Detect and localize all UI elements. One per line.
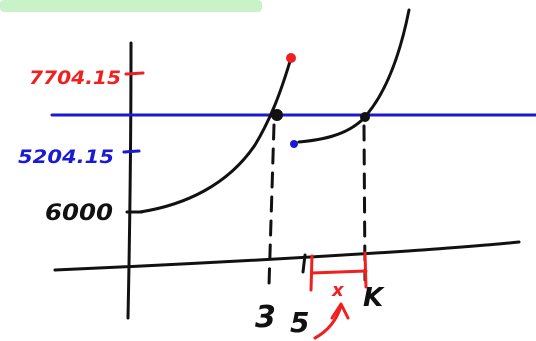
label-5204: 5204.15 [18, 146, 114, 168]
red-interval-bar [310, 269, 368, 275]
intersection-dot-2 [360, 112, 370, 122]
dashed-line-1 [267, 123, 276, 287]
blue-closed-dot [290, 140, 298, 148]
tick-near-five [301, 253, 307, 274]
label-6000: 6000 [45, 201, 113, 226]
label-three: 3 [255, 300, 276, 335]
label-k: K [363, 283, 385, 313]
label-x: x [331, 280, 345, 301]
red-arrow-shaft [313, 304, 343, 340]
red-closed-dot [286, 53, 296, 63]
curve-segment-1 [138, 56, 293, 214]
blue-y-tick [122, 149, 141, 154]
y-axis [126, 41, 133, 320]
red-interval-left-end [309, 254, 314, 292]
red-y-tick [124, 71, 145, 76]
highlighter-strip [0, 0, 262, 12]
x-axis [53, 240, 521, 272]
red-arrow-head [330, 302, 350, 320]
red-interval-right-end [363, 251, 368, 289]
intersection-dot-1 [271, 109, 283, 121]
label-7704: 7704.15 [29, 67, 121, 89]
curve-segment-2 [297, 8, 411, 144]
label-five: 5 [290, 306, 309, 339]
